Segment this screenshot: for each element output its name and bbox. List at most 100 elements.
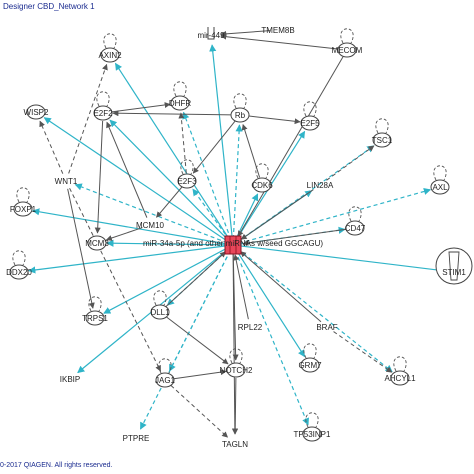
node-label-ikbip: IKBIP <box>60 375 80 384</box>
edge-cd47-to-hub <box>242 228 348 246</box>
node-shape-tp53inp1 <box>302 426 322 442</box>
node-rb[interactable]: Rb <box>230 93 250 123</box>
self-loop-ddx20 <box>12 250 26 266</box>
node-trps1[interactable]: TRPS1 <box>82 296 108 326</box>
edge-mecom-to-hub <box>237 56 344 237</box>
node-notch2[interactable]: NOTCH2 <box>220 348 253 378</box>
node-tmem8b[interactable]: TMEM8B <box>261 26 294 35</box>
node-label-ahcyl1: AHCYL1 <box>384 374 416 383</box>
node-shape-trps1 <box>85 310 105 326</box>
node-tp53inp1[interactable]: TP53INP1 <box>294 412 331 442</box>
node-ptpre[interactable]: PTPRE <box>123 434 150 443</box>
node-label-e2f5: E2F5 <box>300 119 320 128</box>
node-e2f2[interactable]: E2F2 <box>93 91 113 121</box>
edge-hub-to-grm7 <box>235 249 306 358</box>
node-shape-e2f2 <box>93 105 113 121</box>
node-label-tagln: TAGLN <box>222 440 248 449</box>
node-ikbip[interactable]: IKBIP <box>60 375 80 384</box>
node-label-mcm10: MCM10 <box>136 221 165 230</box>
node-tagln[interactable]: TAGLN <box>222 440 248 449</box>
edge-wnt1-to-trps1 <box>67 188 95 309</box>
node-lin28a[interactable]: LIN28A <box>307 181 334 190</box>
node-cd47[interactable]: CD47 <box>345 206 366 236</box>
node-label-lin28a: LIN28A <box>307 181 334 190</box>
node-stim1[interactable]: STIM1 <box>435 247 473 285</box>
node-axin2[interactable]: AXIN2 <box>98 33 122 63</box>
edge-hub-to-tagln <box>231 250 238 435</box>
edge-hub-to-wisp2 <box>43 117 229 243</box>
edge-hub-to-trps1 <box>103 247 228 314</box>
node-label-foxp1: FOXP1 <box>10 205 37 214</box>
self-loop-tsc1 <box>375 118 389 134</box>
node-shape-cdk6 <box>252 177 272 193</box>
hub-shape <box>224 235 242 255</box>
node-grm7[interactable]: GRM7 <box>298 343 322 373</box>
node-cdk6[interactable]: CDK6 <box>251 163 273 193</box>
node-mecom[interactable]: MECOM <box>332 28 363 58</box>
node-e2f5[interactable]: E2F5 <box>300 101 320 131</box>
node-e2f3[interactable]: E2F3 <box>177 159 197 189</box>
node-tsc1[interactable]: TSC1 <box>372 118 393 148</box>
node-ddx20[interactable]: DDX20 <box>6 250 32 280</box>
edge-e2f3-to-mcm10 <box>156 186 183 218</box>
self-loop-dhfr <box>173 81 187 97</box>
node-shape-grm7 <box>300 357 320 373</box>
node-mcm10[interactable]: MCM10 <box>136 221 165 230</box>
self-loop-tp53inp1 <box>305 412 319 428</box>
node-shape-dhfr <box>170 95 190 111</box>
node-label-mir449: mir-449 <box>197 31 225 40</box>
self-loop-axl <box>433 165 447 181</box>
node-wnt1[interactable]: WNT1 <box>55 177 78 186</box>
node-label-grm7: GRM7 <box>298 361 322 370</box>
node-braf[interactable]: BRAF <box>316 323 337 332</box>
self-loop-mecom <box>340 28 354 44</box>
channel-icon <box>448 251 460 281</box>
node-shape-rb <box>230 107 250 123</box>
node-label-dhfr: DHFR <box>169 99 191 108</box>
network-title: Designer CBD_Network 1 <box>3 2 95 11</box>
edge-e2f3-to-dhfr <box>178 112 187 174</box>
node-label-mecom: MECOM <box>332 46 363 55</box>
node-label-dll1: DLL1 <box>150 308 170 317</box>
edge-dll1-to-notch2 <box>166 316 229 365</box>
node-wisp2[interactable]: WISP2 <box>24 104 49 120</box>
node-rpl22[interactable]: RPL22 <box>238 323 263 332</box>
edge-braf-to-ahcyl1 <box>333 331 393 373</box>
node-foxp1[interactable]: FOXP1 <box>10 187 37 217</box>
edge-e2f2-to-dhfr <box>110 102 171 113</box>
node-axl[interactable]: AXL <box>430 165 450 195</box>
edge-lin28a-to-hub <box>240 189 314 240</box>
edge-mecom-to-mir449 <box>220 33 340 50</box>
self-loop-trps1 <box>88 296 102 312</box>
node-label-axin2: AXIN2 <box>98 51 122 60</box>
node-shape-foxp1 <box>13 201 33 217</box>
edge-hub-to-ddx20 <box>28 245 228 274</box>
node-label-wisp2: WISP2 <box>24 108 49 117</box>
edge-tmem8b-to-mir449 <box>220 30 271 37</box>
node-label-ddx20: DDX20 <box>6 268 32 277</box>
hairpin-icon <box>207 27 215 40</box>
edge-rb-to-e2f2 <box>112 110 233 117</box>
node-dhfr[interactable]: DHFR <box>169 81 191 111</box>
node-jag1[interactable]: JAG1 <box>155 358 176 388</box>
self-loop-grm7 <box>303 343 317 359</box>
hub-node[interactable]: miR-34a-5p (and other miRNAs w/seed GGCA… <box>143 235 323 255</box>
self-loop-e2f2 <box>96 91 110 107</box>
node-shape-notch2 <box>226 362 246 378</box>
node-ahcyl1[interactable]: AHCYL1 <box>384 356 416 386</box>
node-mcm3[interactable]: MCM3 <box>85 235 109 251</box>
node-dll1[interactable]: DLL1 <box>150 290 170 320</box>
node-mir449[interactable]: mir-449 <box>197 27 225 40</box>
self-loop-rb <box>233 93 247 109</box>
node-shape-dll1 <box>150 304 170 320</box>
node-label-e2f2: E2F2 <box>93 109 113 118</box>
node-shape-e2f3 <box>177 173 197 189</box>
node-shape-mcm3 <box>87 235 107 251</box>
edge-mcm10-to-e2f2 <box>106 121 148 218</box>
edge-rpl22-to-hub <box>233 254 249 320</box>
edge-jag1-to-notch2 <box>172 369 227 380</box>
node-shape-mecom <box>337 42 357 58</box>
self-loop-dll1 <box>153 290 167 306</box>
edge-hub-to-ahcyl1 <box>237 248 393 373</box>
